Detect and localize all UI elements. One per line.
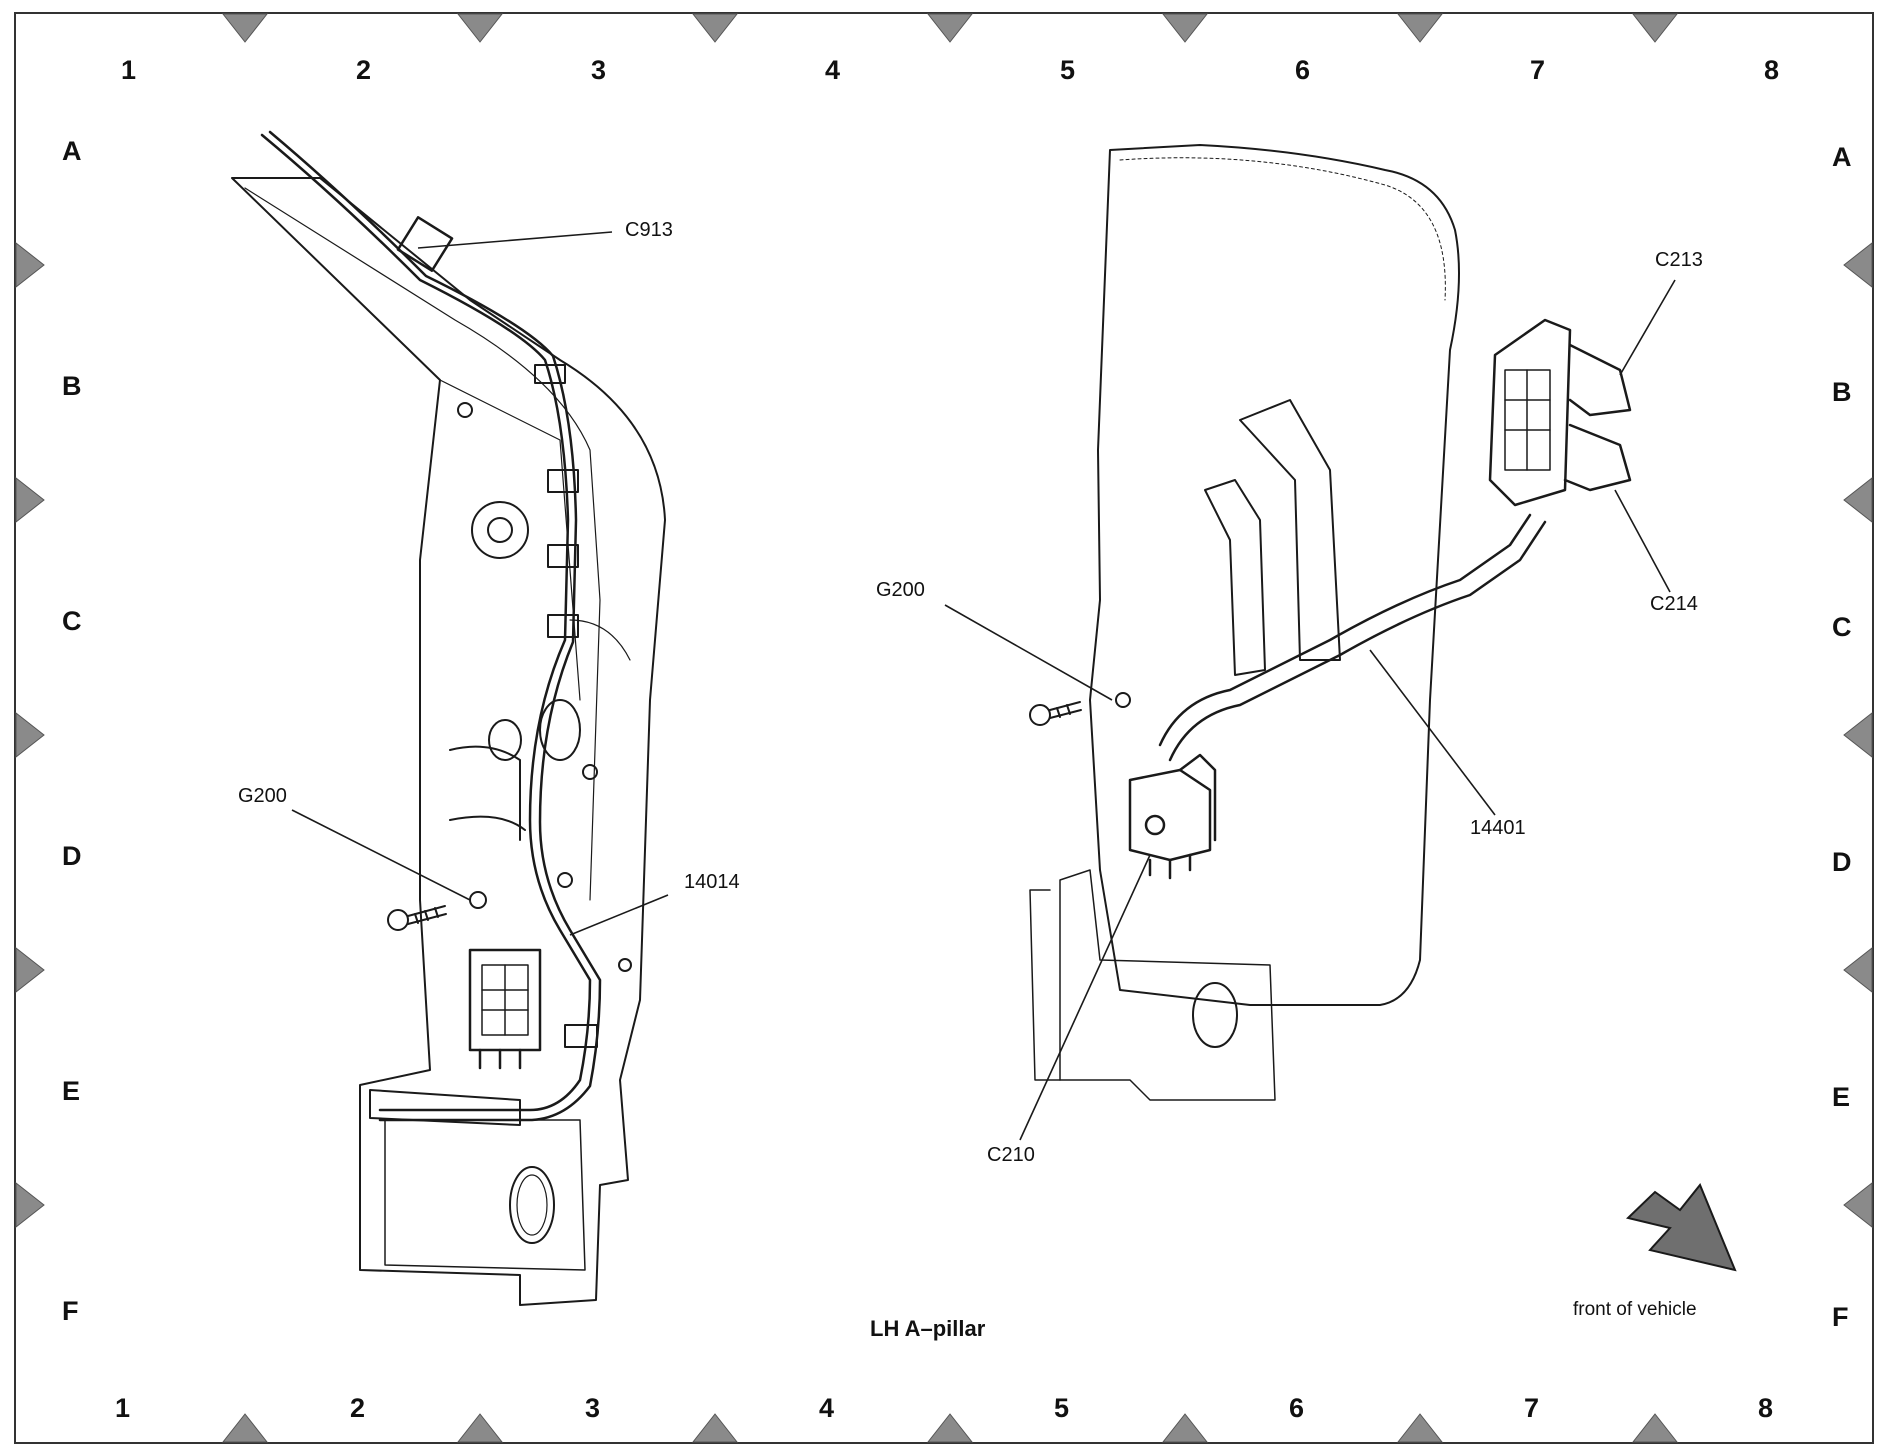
grid-row-left-B: B xyxy=(62,371,82,401)
grid-marker-left-3 xyxy=(15,711,45,759)
grid-row-left-F: F xyxy=(62,1296,79,1326)
grid-column-top-6: 6 xyxy=(1295,55,1311,85)
grid-column-top-4: 4 xyxy=(825,55,841,85)
grid-marker-bottom-4 xyxy=(926,1413,974,1443)
grid-marker-bottom-2 xyxy=(456,1413,504,1443)
grid-row-left-D: D xyxy=(62,841,82,871)
callout-g200-left: G200 xyxy=(238,785,287,807)
callout-g200-right: G200 xyxy=(876,579,925,601)
grid-column-bottom-1: 1 xyxy=(115,1393,131,1423)
grid-column-top-2: 2 xyxy=(356,55,372,85)
grid-marker-top-1 xyxy=(221,13,269,43)
grid-marker-left-4 xyxy=(15,946,45,994)
border-grid-markers xyxy=(15,13,1873,1443)
grid-marker-bottom-3 xyxy=(691,1413,739,1443)
right-panel-outline xyxy=(1089,144,1460,1006)
front-of-vehicle-label: front of vehicle xyxy=(1573,1299,1697,1320)
callout-c913: C913 xyxy=(625,219,673,241)
left-oval-cutout xyxy=(509,1166,555,1244)
grid-marker-top-6 xyxy=(1396,13,1444,43)
grid-row-right-D: D xyxy=(1832,847,1852,877)
grid-marker-left-2 xyxy=(15,476,45,524)
grid-marker-top-3 xyxy=(691,13,739,43)
grid-column-top-3: 3 xyxy=(591,55,607,85)
grid-marker-bottom-1 xyxy=(221,1413,269,1443)
grid-row-right-A: A xyxy=(1832,142,1852,172)
grid-column-bottom-5: 5 xyxy=(1054,1393,1070,1423)
diagram-caption: LH A–pillar xyxy=(870,1316,986,1341)
left-pillar-outline xyxy=(231,177,666,1306)
grid-column-bottom-2: 2 xyxy=(350,1393,366,1423)
grid-marker-left-5 xyxy=(15,1181,45,1229)
left-pillar-inner-edge xyxy=(244,187,601,901)
right-branch-tube-2 xyxy=(1204,479,1266,676)
diagram-frame xyxy=(14,12,1874,1444)
grid-marker-bottom-5 xyxy=(1161,1413,1209,1443)
callout-c214: C214 xyxy=(1650,593,1698,615)
grid-column-top-7: 7 xyxy=(1530,55,1546,85)
grid-marker-bottom-6 xyxy=(1396,1413,1444,1443)
right-branch-tube-1 xyxy=(1239,399,1341,661)
grid-marker-right-5 xyxy=(1843,1181,1873,1229)
grid-column-top-5: 5 xyxy=(1060,55,1076,85)
grid-marker-top-5 xyxy=(1161,13,1209,43)
right-ground-bolt xyxy=(1029,692,1131,726)
right-upper-connector-block xyxy=(1488,318,1632,507)
grid-row-right-B: B xyxy=(1832,377,1852,407)
right-lower-bracket xyxy=(1059,869,1276,1101)
callout-c210: C210 xyxy=(987,1144,1035,1166)
grid-marker-top-2 xyxy=(456,13,504,43)
callout-leaders xyxy=(291,231,1676,1141)
harness-14014 xyxy=(260,133,592,1112)
grid-marker-right-4 xyxy=(1843,946,1873,994)
callout-14401: 14401 xyxy=(1470,817,1526,839)
grid-marker-top-4 xyxy=(926,13,974,43)
grid-marker-left-1 xyxy=(15,241,45,289)
grid-marker-right-2 xyxy=(1843,476,1873,524)
grid-column-bottom-4: 4 xyxy=(819,1393,835,1423)
grid-row-right-E: E xyxy=(1832,1082,1851,1112)
right-panel-view xyxy=(1029,144,1632,1101)
callout-14014: 14014 xyxy=(684,871,740,893)
left-pillar-view xyxy=(231,130,666,1306)
left-lower-panel xyxy=(384,1119,586,1271)
grid-column-bottom-7: 7 xyxy=(1524,1393,1540,1423)
grid-marker-right-3 xyxy=(1843,711,1873,759)
grid-column-bottom-3: 3 xyxy=(585,1393,601,1423)
grid-column-bottom-8: 8 xyxy=(1758,1393,1774,1423)
front-of-vehicle-arrow-icon xyxy=(1625,1183,1737,1272)
grid-row-right-C: C xyxy=(1832,612,1852,642)
grid-row-left-E: E xyxy=(62,1076,81,1106)
right-lower-connector-c210 xyxy=(1128,753,1217,880)
grid-marker-right-1 xyxy=(1843,241,1873,289)
grid-column-bottom-6: 6 xyxy=(1289,1393,1305,1423)
harness-14401 xyxy=(1158,513,1532,747)
callout-c213: C213 xyxy=(1655,249,1703,271)
left-lower-connector xyxy=(468,948,542,1070)
grid-row-left-A: A xyxy=(62,136,82,166)
left-ground-bolt xyxy=(387,891,487,931)
grid-row-right-F: F xyxy=(1832,1302,1849,1332)
grid-column-top-8: 8 xyxy=(1764,55,1780,85)
grid-row-left-C: C xyxy=(62,606,82,636)
grid-column-top-1: 1 xyxy=(121,55,137,85)
grid-marker-bottom-7 xyxy=(1631,1413,1679,1443)
grid-marker-top-7 xyxy=(1631,13,1679,43)
